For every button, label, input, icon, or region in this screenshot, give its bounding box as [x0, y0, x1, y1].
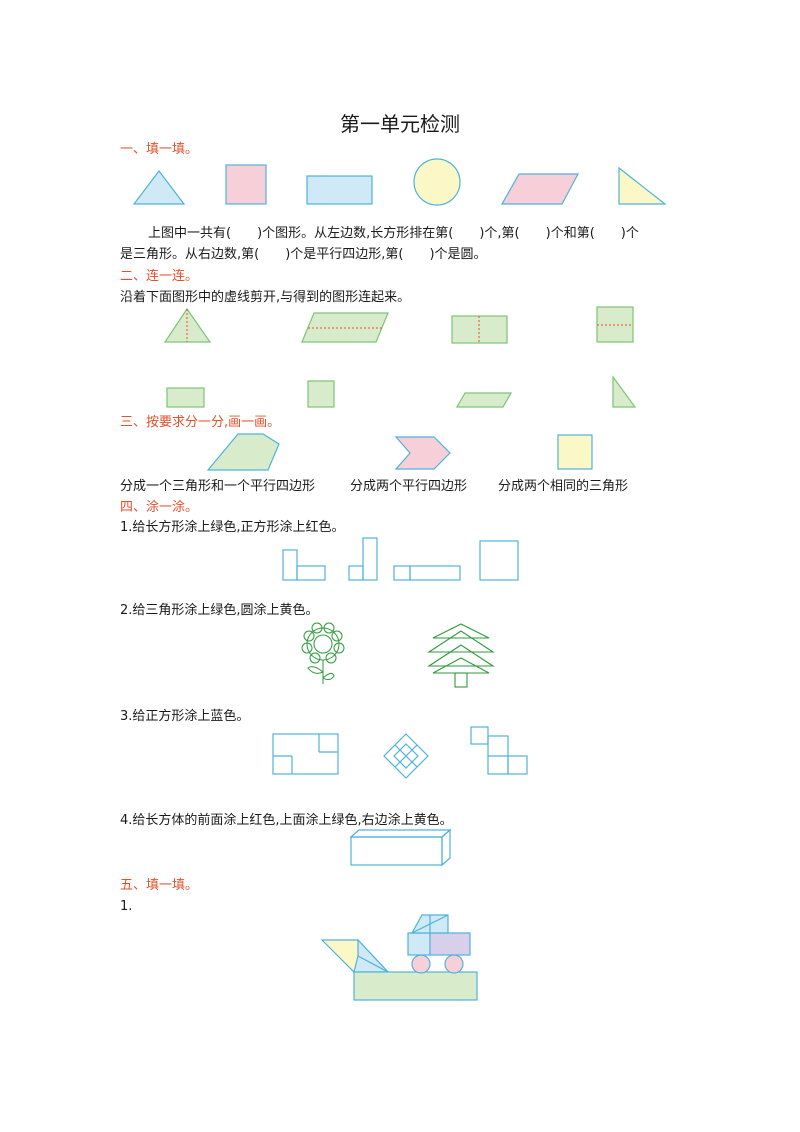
piece-triangle: [612, 375, 637, 408]
section3-heading: 三、按要求分一分,画一画。: [120, 415, 281, 430]
piece-rectangle: [166, 387, 205, 408]
page-title: 第一单元检测: [340, 112, 460, 136]
parallelogram-shape: [500, 173, 579, 205]
cuboid-figure: [349, 828, 452, 867]
section4-q1: 1.给长方形涂上绿色,正方形涂上红色。: [120, 520, 345, 535]
square-divide: [557, 434, 593, 470]
section1-shapes: [132, 158, 667, 206]
section5-q1: 1.: [120, 899, 133, 914]
piece-parallelogram: [455, 392, 513, 408]
triangle-shape: [132, 170, 186, 205]
bulldozer-figure: [320, 914, 478, 1001]
section4-heading: 四、涂一涂。: [120, 500, 199, 515]
section4-shapes: [272, 537, 528, 867]
section2-shapes: [163, 306, 637, 408]
section1-line1: 上图中一共有( )个图形。从左边数,长方形排在第( )个,第( )个和第( )个: [148, 226, 639, 241]
piece-square: [307, 380, 335, 408]
section3-caption-3: 分成两个相同的三角形: [498, 479, 629, 494]
sunflower-icon: [301, 622, 345, 684]
section3-shapes: [206, 433, 593, 471]
section4-q3: 3.给正方形涂上蓝色。: [120, 709, 250, 724]
section5-heading: 五、填一填。: [120, 878, 199, 893]
section3-caption-1: 分成一个三角形和一个平行四边形: [120, 479, 316, 494]
tree-figure: [427, 623, 495, 688]
rectangle-shape: [306, 175, 373, 205]
q3-figures: [272, 726, 528, 779]
square-shape: [225, 164, 267, 205]
arrow-shape: [394, 436, 451, 470]
section4-q4: 4.给长方体的前面涂上红色,上面涂上绿色,右边涂上黄色。: [120, 813, 453, 828]
section1-line2: 是三角形。从右边数,第( )个是平行四边形,第( )个是圆。: [120, 247, 487, 262]
section4-q2: 2.给三角形涂上绿色,圆涂上黄色。: [120, 603, 319, 618]
section2-instruction: 沿着下面图形中的虚线剪开,与得到的图形连起来。: [120, 290, 411, 305]
section2-heading: 二、连一连。: [120, 269, 199, 284]
q1-figures: [282, 537, 519, 581]
section3-caption-2: 分成两个平行四边形: [350, 479, 468, 494]
pentagon-shape: [206, 433, 280, 471]
section1-heading: 一、填一填。: [120, 142, 199, 157]
circle-shape: [413, 158, 461, 206]
right-triangle-shape: [618, 166, 667, 205]
